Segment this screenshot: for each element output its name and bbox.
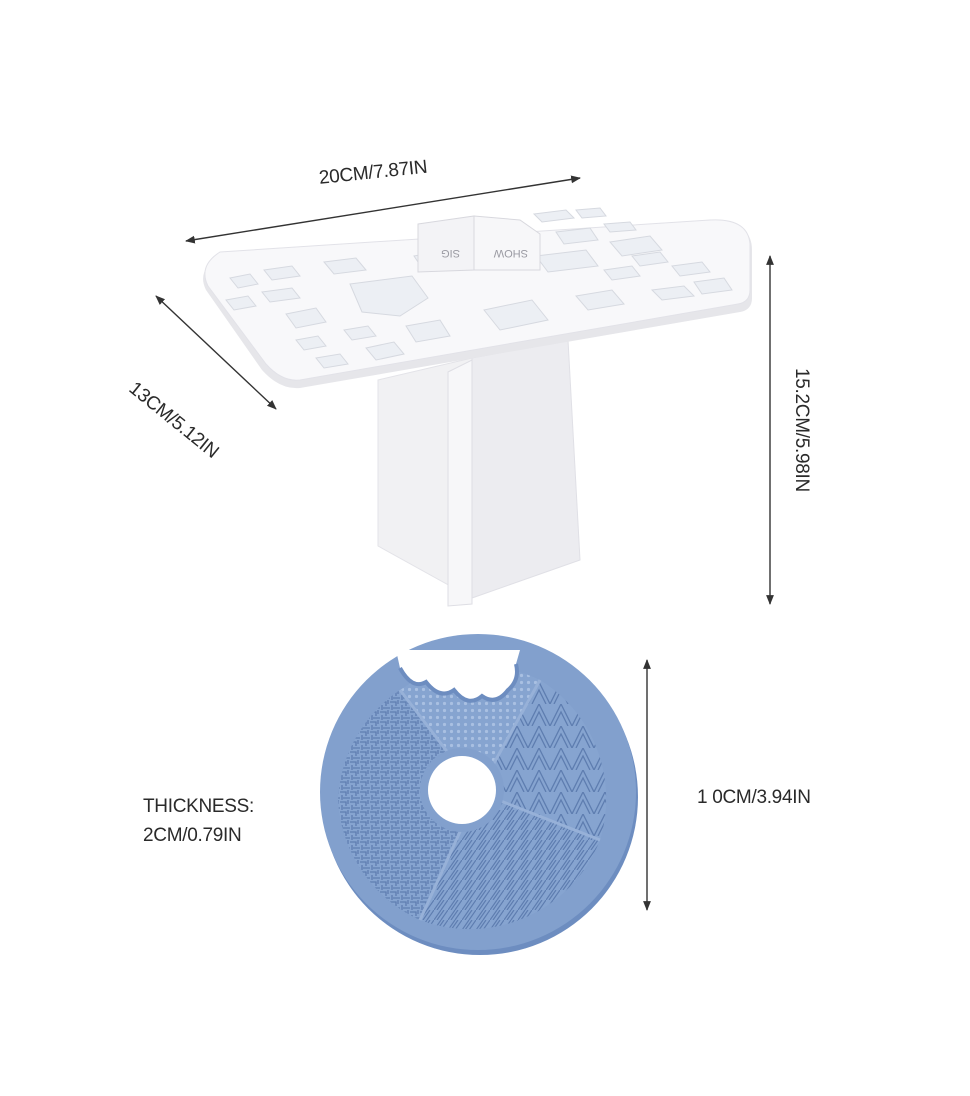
thickness-label: THICKNESS: [143,796,255,817]
thickness-value: 2CM/0.79IN [143,825,242,846]
depth-dimension-arrow [155,295,277,410]
pad-center-hole [428,756,496,824]
pad-scallop-outline [398,663,519,703]
stand-leg-right [471,339,581,599]
pad-section-triangles [478,680,607,840]
pad-section-dots [400,665,540,792]
height-label: 15.2CM/5.98IN [791,368,812,492]
cleaning-pad [320,634,638,955]
pad-scalloped-edge [396,650,520,701]
pad-diameter-label: 1 0CM/3.94IN [697,787,811,808]
stand-center-divider-right [473,215,541,271]
stand-leg-front [447,359,473,607]
brush-stand: SIG SHOW [203,207,752,607]
stand-brush-holes [225,207,733,369]
width-dimension-arrow [185,175,581,244]
stand-logo-right: SHOW [493,247,528,259]
stand-logo-left: SIG [441,247,460,259]
stand-center-divider-left [417,215,475,273]
